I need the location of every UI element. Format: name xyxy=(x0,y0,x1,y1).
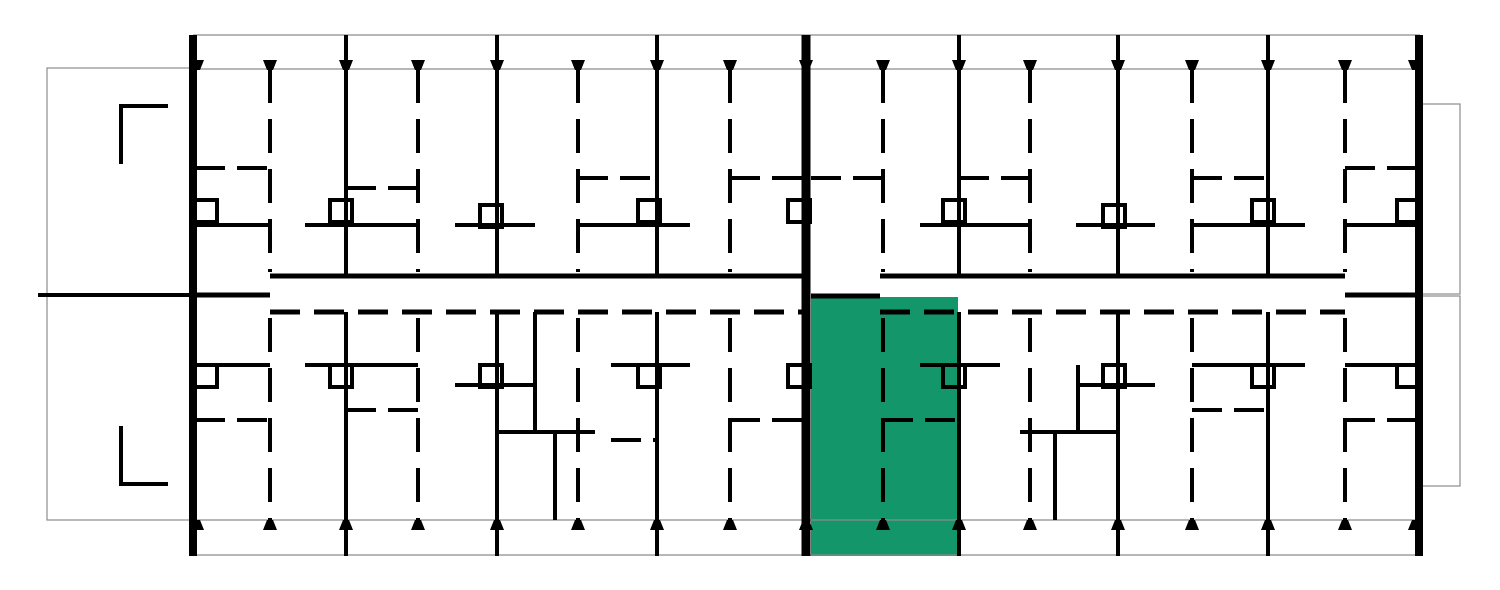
entrance-markers xyxy=(38,104,193,486)
column-head xyxy=(490,520,504,530)
column-head xyxy=(1408,60,1422,70)
bathroom-box xyxy=(193,198,219,224)
bathrooms xyxy=(193,198,1421,389)
column-head xyxy=(1338,520,1352,530)
column-head xyxy=(799,520,813,530)
bathroom-box xyxy=(1250,198,1276,224)
column-head xyxy=(1185,60,1199,70)
column-head xyxy=(650,60,664,70)
bathroom-box xyxy=(478,363,504,389)
column-head xyxy=(263,520,277,530)
column-head xyxy=(190,60,204,70)
bathroom-box xyxy=(941,198,967,224)
column-head xyxy=(723,520,737,530)
bathroom-box xyxy=(941,363,967,389)
bathroom-box xyxy=(1101,203,1127,229)
column-head xyxy=(411,60,425,70)
column-head xyxy=(1408,520,1422,530)
bathroom-box xyxy=(636,198,662,224)
bathroom-box xyxy=(1395,363,1421,389)
column-head xyxy=(1111,60,1125,70)
column-head xyxy=(952,520,966,530)
column-head xyxy=(339,520,353,530)
corridor-walls xyxy=(193,273,1419,315)
column-head xyxy=(571,520,585,530)
column-head xyxy=(571,60,585,70)
columns xyxy=(190,60,1422,530)
column-head xyxy=(1338,60,1352,70)
column-head xyxy=(876,60,890,70)
column-head xyxy=(1261,520,1275,530)
bathroom-box xyxy=(478,203,504,229)
column-head xyxy=(650,520,664,530)
column-head xyxy=(1261,60,1275,70)
bathroom-box xyxy=(1395,198,1421,224)
interior-partitions xyxy=(195,69,1419,520)
bathroom-box xyxy=(328,363,354,389)
bathroom-box xyxy=(1101,363,1127,389)
bathroom-box xyxy=(193,363,219,389)
column-head xyxy=(952,60,966,70)
column-head xyxy=(1023,60,1037,70)
column-head xyxy=(799,60,813,70)
column-head xyxy=(490,60,504,70)
column-head xyxy=(723,60,737,70)
column-head xyxy=(339,60,353,70)
bathroom-box xyxy=(786,363,812,389)
bathroom-box xyxy=(636,363,662,389)
column-head xyxy=(1111,520,1125,530)
column-head xyxy=(876,520,890,530)
bathroom-box xyxy=(786,198,812,224)
column-head xyxy=(1185,520,1199,530)
column-head xyxy=(1023,520,1037,530)
column-head xyxy=(411,520,425,530)
column-head xyxy=(263,60,277,70)
bathroom-box xyxy=(1250,363,1276,389)
bathroom-box xyxy=(328,198,354,224)
exterior-walls xyxy=(189,35,1423,556)
column-head xyxy=(190,520,204,530)
